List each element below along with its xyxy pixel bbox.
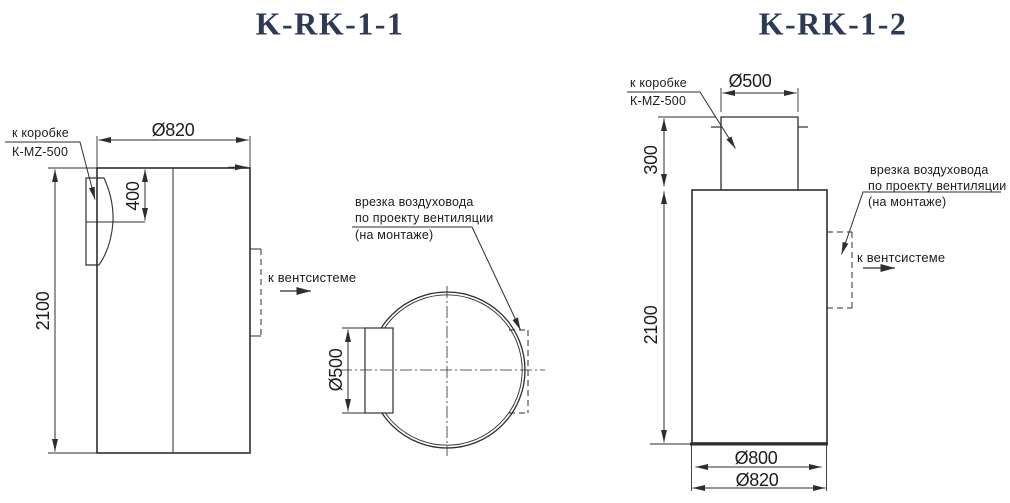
leader-line-tapping-note-right	[841, 191, 1001, 255]
dim-text-inlet-400: 400	[123, 181, 143, 211]
leader-line-connector-box-right	[627, 91, 736, 149]
dim-text-base-820: Ø820	[735, 470, 779, 490]
tapping-note-right-line1: врезка воздуховода	[870, 163, 989, 177]
dim-text-diameter-820: Ø820	[151, 120, 195, 140]
dim-text-neck-500: Ø500	[728, 71, 772, 91]
dim-text-base-800: Ø800	[734, 448, 778, 468]
dim-text-neck-300: 300	[641, 145, 661, 175]
dim-text-height-2100: 2100	[33, 291, 53, 331]
tapping-note-line2: по проекту вентиляции	[355, 211, 494, 225]
connector-box-label-right-line1: к коробке	[630, 76, 687, 90]
vent-system-label-right: к вентсистеме	[857, 250, 946, 265]
tapping-note-right-line2: по проекту вентиляции	[868, 179, 1007, 193]
inlet-box-outline	[85, 177, 104, 266]
connector-box-label-right-line2: К-MZ-500	[630, 94, 687, 108]
leader-line-connector-box	[5, 141, 96, 200]
inlet-stub-plan	[364, 327, 394, 414]
silencer-body-outline-2	[691, 189, 828, 444]
connector-box-label-line2: К-MZ-500	[12, 145, 69, 159]
tapping-note-line1: врезка воздуховода	[355, 195, 474, 209]
inlet-guide-vane-curve	[98, 177, 114, 266]
vent-system-label: к вентсистеме	[268, 270, 357, 285]
tapping-note-line3: (на монтаже)	[355, 228, 434, 242]
drawing-title-left: K-RK-1-1	[255, 5, 405, 42]
connector-box-label-line1: к коробке	[12, 126, 69, 140]
dim-text-stub-500: Ø500	[326, 348, 346, 392]
leader-line-tapping-note	[352, 226, 521, 331]
tapping-note-right-line3: (на монтаже)	[868, 195, 947, 209]
drawing-title-right: K-RK-1-2	[758, 5, 908, 42]
neck-outline	[720, 116, 799, 190]
dim-text-height-2100-right: 2100	[641, 305, 661, 345]
